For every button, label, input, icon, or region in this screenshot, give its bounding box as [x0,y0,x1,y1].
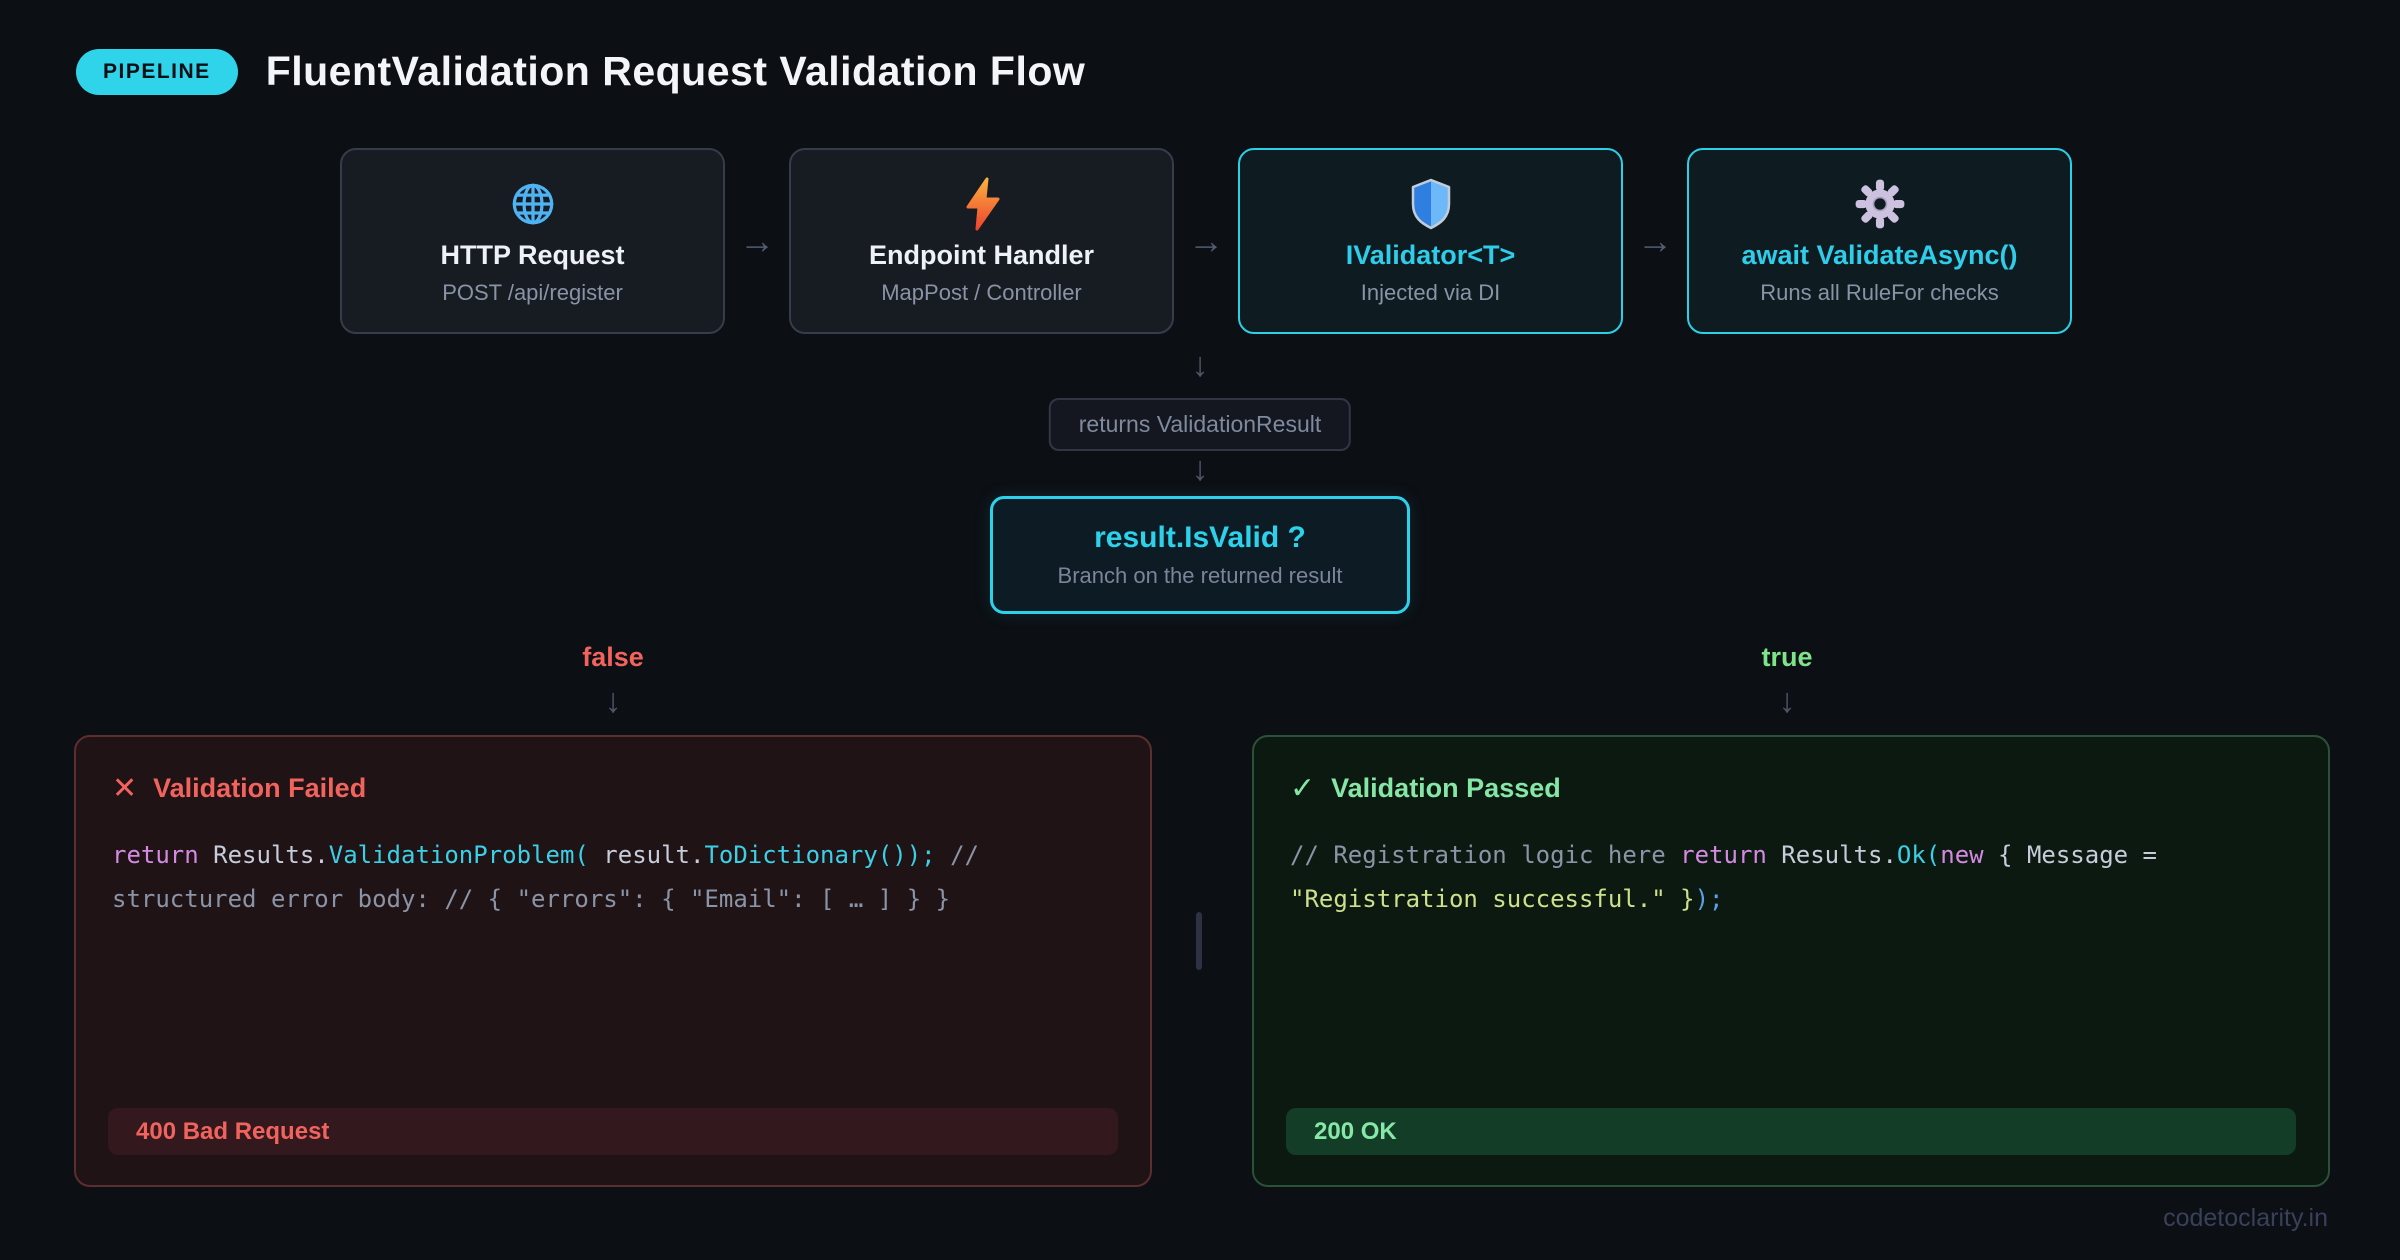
decision-title: result.IsValid ? [1094,521,1306,554]
bolt-icon [960,177,1004,231]
validation-failed-panel: ✕ Validation Failed return Results.Valid… [74,735,1152,1187]
validation-passed-header: ✓ Validation Passed [1290,773,1561,804]
down-arrow-icon: ↓ [1191,346,1209,384]
pipeline-badge: PIPELINE [76,48,238,95]
gear-icon [1854,177,1906,231]
page-title: FluentValidation Request Validation Flow [265,48,1086,94]
down-arrow-icon: ↓ [604,682,622,720]
status-badge-200: 200 OK [1286,1108,2296,1155]
flow-node-http-request: HTTP Request POST /api/register [340,148,725,334]
flow-row: HTTP Request POST /api/register → Endpoi… [340,148,2072,334]
branch-label-false: false [582,642,644,672]
flow-arrow-icon: → [739,220,775,261]
flow-node-subtitle: POST /api/register [442,279,623,305]
flow-arrow-icon: → [1637,220,1673,261]
flow-node-subtitle: MapPost / Controller [881,279,1082,305]
globe-icon [507,177,559,231]
header: PIPELINE FluentValidation Request Valida… [76,48,1085,95]
decision-subtitle: Branch on the returned result [1057,563,1343,588]
flow-node-subtitle: Injected via DI [1360,279,1501,305]
flow-node-title: HTTP Request [440,239,625,270]
panel-divider [1196,912,1202,970]
flow-node-validateasync: await ValidateAsync() Runs all RuleFor c… [1687,148,2072,334]
down-arrow-icon: ↓ [1191,450,1209,488]
watermark: codetoclarity.in [2163,1204,2328,1232]
passed-code-snippet: // Registration logic here return Result… [1290,841,2157,913]
validation-failed-header: ✕ Validation Failed [112,773,366,804]
flow-node-title: IValidator<T> [1345,239,1516,270]
cross-icon: ✕ [112,771,138,805]
flow-node-subtitle: Runs all RuleFor checks [1760,279,1999,305]
check-icon: ✓ [1290,771,1316,805]
validation-passed-label: Validation Passed [1331,773,1561,803]
flow-node-title: await ValidateAsync() [1741,239,2018,270]
flow-node-endpoint-handler: Endpoint Handler MapPost / Controller [789,148,1174,334]
down-arrow-icon: ↓ [1778,682,1796,720]
flow-arrow-icon: → [1188,220,1224,261]
status-badge-400: 400 Bad Request [108,1108,1118,1155]
failed-code-snippet: return Results.ValidationProblem( result… [112,841,979,913]
validation-failed-label: Validation Failed [153,773,367,803]
flow-node-ivalidator: IValidator<T> Injected via DI [1238,148,1623,334]
flow-node-title: Endpoint Handler [869,239,1094,270]
returns-validationresult-pill: returns ValidationResult [1048,398,1352,451]
decision-node-isvalid: result.IsValid ? Branch on the returned … [990,496,1410,614]
validation-passed-panel: ✓ Validation Passed // Registration logi… [1252,735,2330,1187]
branch-label-true: true [1761,642,1813,672]
shield-icon [1409,177,1453,231]
